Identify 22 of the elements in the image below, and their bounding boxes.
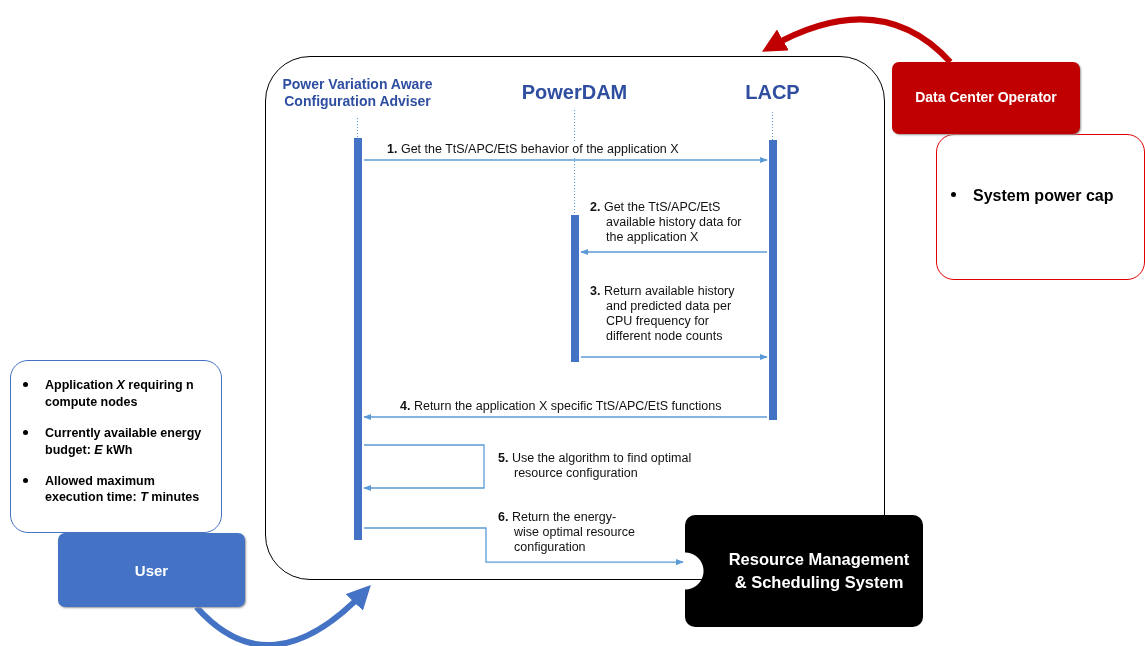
lifeline-title: Power Variation Aware Configuration Adviser [281, 75, 434, 111]
puzzle-piece-box: Resource Management & Scheduling System [685, 515, 923, 627]
lifeline-title: PowerDAM [520, 79, 629, 105]
actor-box: Data Center Operator [892, 62, 1080, 134]
bullet-text: Allowed maximum execution time: T minutes [45, 473, 200, 505]
curved-arrow [194, 585, 372, 646]
bullet-text: Application X requiring n compute nodes [45, 378, 194, 409]
actor-box: User [58, 533, 245, 607]
bullet-text: Currently available energy budget: E kWh [45, 425, 202, 457]
lifeline-title: LACP [744, 79, 801, 105]
message-arrow [363, 156, 768, 164]
message-label: 2. Get the TtS/APC/EtS available history data for the application X [590, 200, 742, 245]
curved-arrow [761, 16, 953, 65]
note-box [936, 134, 1145, 280]
note-box [10, 360, 222, 533]
self-message-arrow [363, 444, 485, 492]
bullet-text: System power cap [973, 187, 1114, 204]
message-arrow [363, 527, 684, 566]
message-arrow [363, 413, 768, 421]
message-arrow [580, 248, 768, 256]
message-label: 6. Return the energy-wise optimal resource configuration [498, 510, 638, 555]
message-arrow [580, 353, 768, 361]
